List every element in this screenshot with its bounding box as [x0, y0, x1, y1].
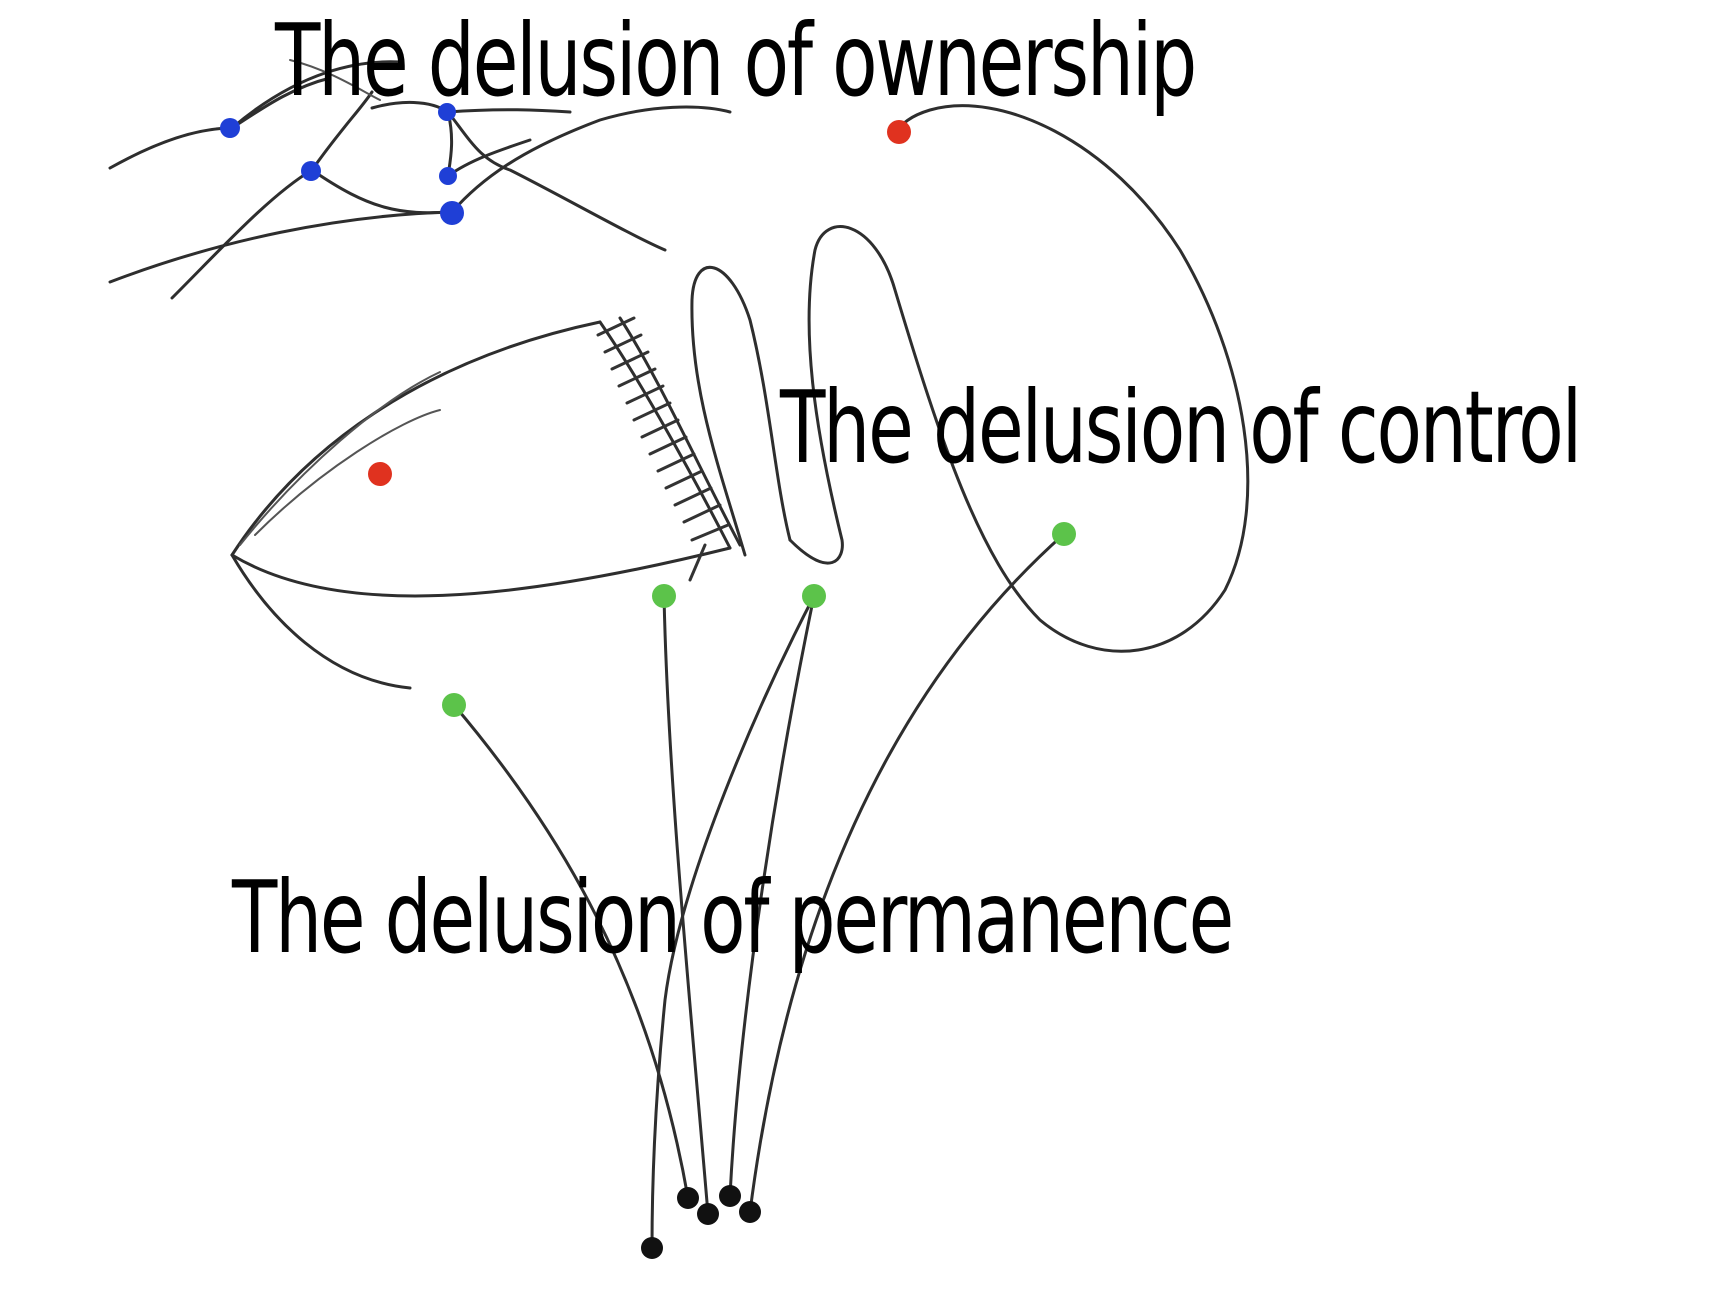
permanence-node [1052, 522, 1076, 546]
ownership-node [438, 103, 456, 121]
control-nodes [368, 120, 911, 486]
root-node [719, 1185, 741, 1207]
ownership-node [301, 161, 321, 181]
label-ownership: The delusion of ownership [274, 2, 1195, 119]
permanence-node [802, 584, 826, 608]
control-node [887, 120, 911, 144]
control-squiggle [690, 104, 1250, 653]
label-permanence: The delusion of permanence [231, 859, 1232, 976]
ownership-node [440, 201, 464, 225]
ownership-tangle [108, 59, 732, 300]
control-cone [230, 316, 742, 690]
permanence-node [442, 693, 466, 717]
control-node [368, 462, 392, 486]
label-control: The delusion of control [779, 369, 1580, 486]
permanence-stems [452, 532, 1066, 1250]
ownership-nodes [220, 103, 464, 225]
permanence-nodes [442, 522, 1076, 717]
ownership-node [439, 167, 457, 185]
permanence-node [652, 584, 676, 608]
root-node [641, 1237, 663, 1259]
root-nodes [641, 1185, 761, 1259]
control-cone-hatching [596, 316, 730, 582]
ownership-node [220, 118, 240, 138]
root-node [697, 1203, 719, 1225]
root-node [739, 1201, 761, 1223]
root-node [677, 1187, 699, 1209]
